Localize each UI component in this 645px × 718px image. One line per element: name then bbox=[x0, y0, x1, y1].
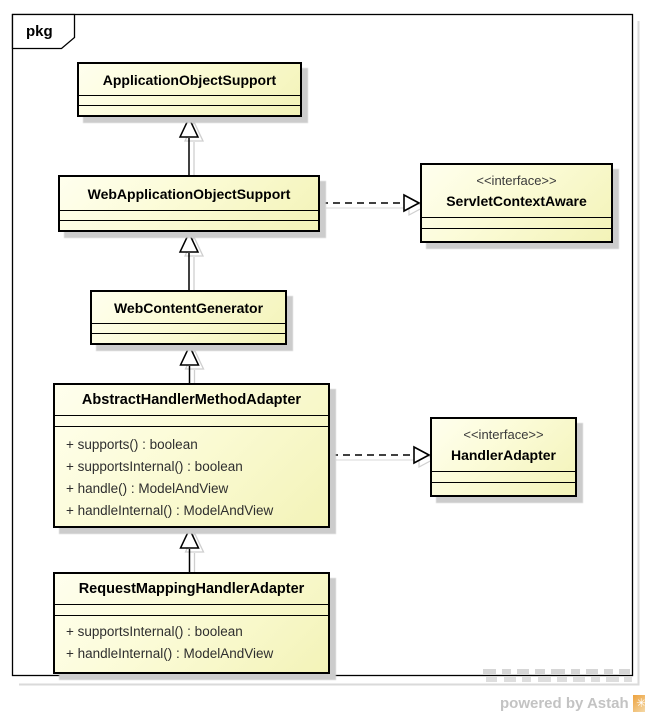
attributes-compartment bbox=[55, 604, 328, 615]
method-entry: + handle() : ModelAndView bbox=[66, 481, 229, 496]
operations-compartment bbox=[422, 228, 611, 239]
generalization-arrow bbox=[179, 527, 200, 572]
operations-compartment bbox=[432, 482, 575, 493]
interface-title: <<interface>> HandlerAdapter bbox=[432, 419, 575, 471]
operations-compartment: + supportsInternal() : boolean + handleI… bbox=[55, 615, 328, 671]
operations-compartment bbox=[79, 105, 300, 115]
clipped-watermark-fragments bbox=[483, 669, 632, 682]
generalization-arrows bbox=[178, 116, 200, 572]
realization-arrow bbox=[321, 193, 421, 213]
class-name: ApplicationObjectSupport bbox=[102, 71, 277, 88]
stereotype-label: <<interface>> bbox=[463, 426, 544, 442]
attributes-compartment bbox=[60, 210, 318, 220]
generalization-arrow bbox=[178, 116, 200, 175]
attributes-compartment bbox=[432, 471, 575, 482]
realization-arrows bbox=[321, 193, 431, 465]
astah-logo-icon: ✳ bbox=[632, 694, 645, 712]
pkg-tab-label: pkg bbox=[26, 23, 53, 40]
powered-by-watermark: powered by Astah ✳ bbox=[500, 693, 645, 713]
class-web-content-generator: WebContentGenerator bbox=[90, 290, 287, 345]
class-name: ServletContextAware bbox=[446, 192, 587, 209]
class-name: RequestMappingHandlerAdapter bbox=[78, 581, 305, 597]
attributes-compartment bbox=[92, 323, 285, 333]
method-entry: + handleInternal() : ModelAndView bbox=[66, 503, 274, 518]
interface-title: <<interface>> ServletContextAware bbox=[422, 165, 611, 217]
class-request-mapping-handler-adapter: RequestMappingHandlerAdapter + supportsI… bbox=[53, 572, 330, 674]
generalization-arrow bbox=[178, 231, 200, 290]
operations-compartment bbox=[60, 220, 318, 230]
frame-border bbox=[11, 13, 634, 677]
method-entry: + supportsInternal() : boolean bbox=[66, 624, 243, 639]
method-entry: + supports() : boolean bbox=[66, 437, 198, 452]
class-web-application-object-support: WebApplicationObjectSupport bbox=[58, 175, 320, 232]
class-name: WebContentGenerator bbox=[113, 299, 264, 316]
method-entry: + supportsInternal() : boolean bbox=[66, 459, 243, 474]
generalization-arrow bbox=[179, 344, 200, 383]
pkg-tab bbox=[11, 13, 76, 50]
attributes-compartment bbox=[79, 95, 300, 105]
method-entry: + handleInternal() : ModelAndView bbox=[66, 646, 274, 661]
class-name: HandlerAdapter bbox=[450, 446, 557, 463]
class-abstract-handler-method-adapter: AbstractHandlerMethodAdapter + supports(… bbox=[53, 383, 330, 528]
class-application-object-support: ApplicationObjectSupport bbox=[77, 62, 302, 117]
interface-servlet-context-aware: <<interface>> ServletContextAware bbox=[420, 163, 613, 243]
class-name: WebApplicationObjectSupport bbox=[87, 185, 291, 202]
operations-compartment: + supports() : boolean + supportsInterna… bbox=[55, 426, 328, 525]
operations-compartment bbox=[92, 333, 285, 343]
powered-by-text: powered by Astah bbox=[500, 694, 629, 712]
class-name: AbstractHandlerMethodAdapter bbox=[81, 392, 302, 408]
attributes-compartment bbox=[422, 217, 611, 228]
attributes-compartment bbox=[55, 415, 328, 426]
realization-arrow bbox=[331, 445, 431, 465]
interface-handler-adapter: <<interface>> HandlerAdapter bbox=[430, 417, 577, 497]
stereotype-label: <<interface>> bbox=[476, 172, 557, 188]
